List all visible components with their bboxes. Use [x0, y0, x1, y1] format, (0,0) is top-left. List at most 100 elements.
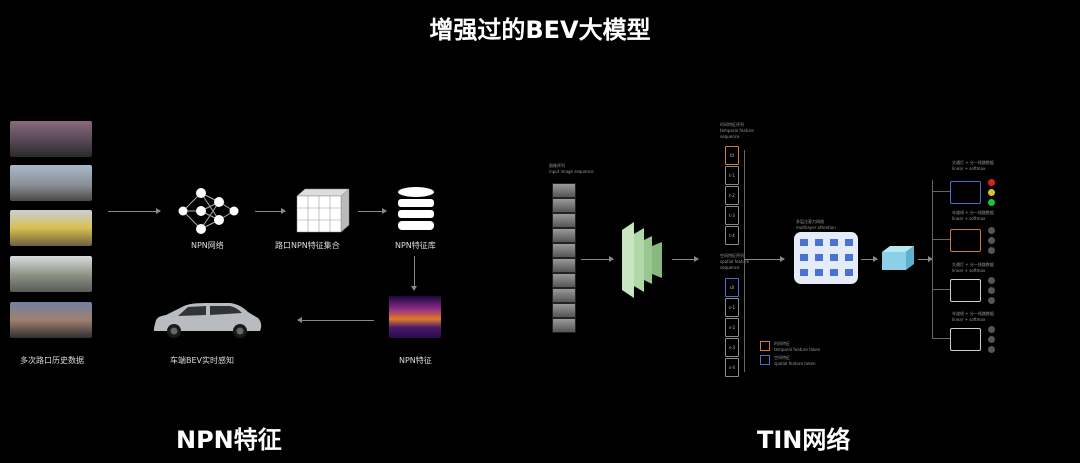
neural-network-icon	[178, 188, 239, 234]
output-head-box	[950, 181, 981, 204]
output-head-label: 交通灯 + 分一线路数据	[952, 262, 994, 267]
spatial-sublabel-2: sequence	[720, 265, 740, 270]
embedding-block-icon	[882, 246, 914, 270]
attention-grid	[794, 232, 858, 284]
output-head-box	[950, 279, 981, 302]
output-head-label: 车道线 + 分一线路数据	[952, 311, 994, 316]
temporal-token: t-4	[725, 226, 739, 245]
slide-title: 增强过的BEV大模型	[429, 16, 651, 44]
traffic-light-red-icon	[988, 179, 995, 186]
output-head-sublabel: linear + softmax	[952, 317, 986, 322]
spatial-token: s-2	[725, 318, 739, 337]
temporal-token: t-3	[725, 206, 739, 225]
token-bracket	[744, 150, 745, 372]
arrow-head	[411, 286, 417, 291]
flow-arrow	[414, 256, 415, 288]
traffic-light-yellow-icon	[988, 189, 995, 196]
flow-arrow	[918, 256, 933, 262]
head-connector	[932, 239, 950, 240]
grid-cube-icon	[296, 188, 350, 233]
input-frame	[552, 303, 576, 318]
legend-temporal-sublabel: temporal feature token	[774, 347, 821, 352]
legend-spatial-label: 空间特征	[774, 355, 790, 360]
history-photo	[10, 121, 92, 157]
temporal-sublabel-1: temporal feature	[720, 128, 754, 133]
legend-spatial-sublabel: spatial feature token	[774, 361, 816, 366]
output-head-label: 车道线 + 分一线路数据	[952, 210, 994, 215]
flow-arrow	[861, 256, 878, 262]
light-indicator-icon	[988, 247, 995, 254]
legend-temporal-swatch	[760, 341, 770, 351]
light-indicator-icon	[988, 237, 995, 244]
input-frame	[552, 243, 576, 258]
feature-label: NPN特征	[399, 356, 432, 365]
feature-db-label: NPN特征库	[395, 241, 436, 250]
spatial-token: s-3	[725, 338, 739, 357]
npn-caption: NPN特征	[176, 426, 282, 454]
spatial-token: s-1	[725, 298, 739, 317]
light-indicator-icon	[988, 277, 995, 284]
input-frame	[552, 228, 576, 243]
attention-sublabel: multilayer attention	[796, 225, 836, 230]
temporal-token: t-2	[725, 186, 739, 205]
input-frame	[552, 258, 576, 273]
tin-caption: TIN网络	[757, 426, 851, 454]
input-frame	[552, 288, 576, 303]
head-connector	[932, 289, 950, 290]
legend-spatial-swatch	[760, 355, 770, 365]
output-head-sublabel: linear + softmax	[952, 166, 986, 171]
flow-arrow	[581, 256, 614, 262]
vehicle-label: 车端BEV实时感知	[170, 356, 235, 365]
temporal-sublabel-2: sequence	[720, 134, 740, 139]
output-head-sublabel: linear + softmax	[952, 268, 986, 273]
npn-feature-image	[389, 296, 441, 338]
input-frame	[552, 318, 576, 333]
database-icon	[398, 187, 434, 230]
input-frame	[552, 198, 576, 213]
light-indicator-icon	[988, 297, 995, 304]
traffic-light-green-icon	[988, 199, 995, 206]
history-photo	[10, 256, 92, 292]
input-frame	[552, 273, 576, 288]
head-connector	[932, 191, 950, 192]
history-photo	[10, 302, 92, 338]
attention-label: 多层注意力网络	[796, 219, 824, 224]
backbone-network-icon	[622, 222, 662, 298]
temporal-token: t-1	[725, 166, 739, 185]
history-photo	[10, 165, 92, 201]
head-connector	[932, 338, 950, 339]
light-indicator-icon	[988, 287, 995, 294]
output-bracket	[932, 180, 933, 338]
flow-arrow	[358, 208, 387, 214]
input-frame	[552, 183, 576, 198]
npn-network-label: NPN网络	[191, 241, 224, 250]
flow-arrow	[297, 317, 374, 323]
light-indicator-icon	[988, 336, 995, 343]
temporal-label: 时间特征序列	[720, 122, 744, 127]
spatial-token: s-4	[725, 358, 739, 377]
output-head-box	[950, 328, 981, 351]
output-head-label: 交通灯 + 分一线路数据	[952, 160, 994, 165]
attention-cells	[800, 239, 853, 276]
output-head-box	[950, 229, 981, 252]
legend-temporal-label: 时间特征	[774, 341, 790, 346]
history-label: 多次路口历史数据	[20, 356, 84, 365]
light-indicator-icon	[988, 346, 995, 353]
flow-arrow	[744, 256, 785, 262]
spatial-label: 空间特征序列	[720, 253, 744, 258]
spatial-token: s0	[725, 278, 739, 297]
flow-arrow	[108, 208, 161, 214]
history-photo	[10, 210, 92, 246]
light-indicator-icon	[988, 326, 995, 333]
input-sublabel: input image sequence	[549, 169, 594, 174]
flow-arrow	[255, 208, 286, 214]
spatial-sublabel-1: spatial feature	[720, 259, 750, 264]
input-frame	[552, 213, 576, 228]
temporal-token: t0	[725, 146, 739, 165]
flow-arrow	[672, 256, 699, 262]
output-head-sublabel: linear + softmax	[952, 216, 986, 221]
intersection-set-label: 路口NPN特征集合	[275, 241, 340, 250]
light-indicator-icon	[988, 227, 995, 234]
input-label: 图像序列	[549, 163, 565, 168]
vehicle-icon	[154, 303, 262, 338]
